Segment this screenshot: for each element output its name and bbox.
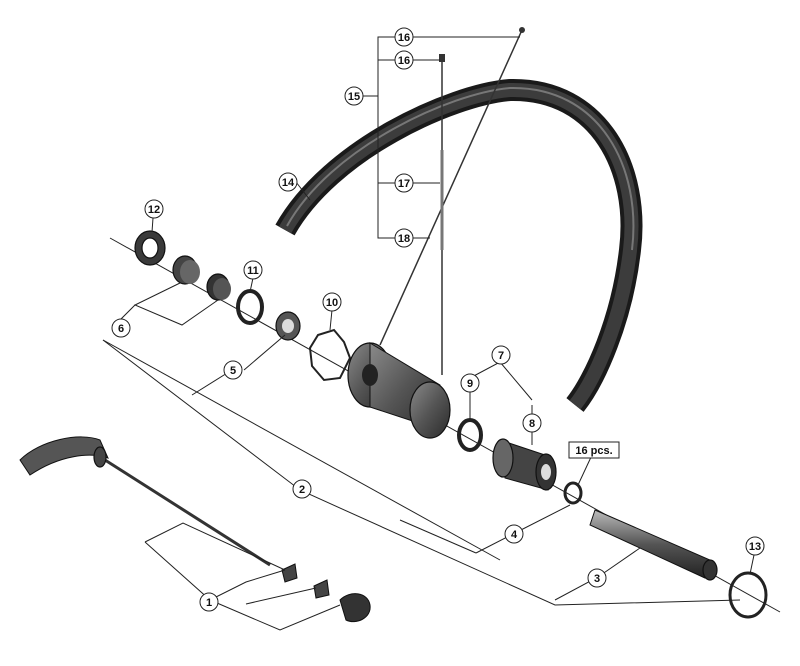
svg-text:13: 13 [749,541,761,553]
small-ring [563,481,583,505]
callout-16-second: 16 [394,50,414,70]
quick-release [19,436,371,623]
svg-text:14: 14 [282,177,295,189]
nut [275,311,301,341]
callout-17: 17 [394,173,414,193]
callout-18: 18 [394,228,414,248]
callout-3: 3 [587,568,607,588]
callout-13: 13 [745,536,765,556]
o-ring [728,571,768,619]
svg-text:16: 16 [398,55,410,67]
svg-text:16: 16 [398,32,410,44]
lock-ring [134,230,166,266]
svg-text:8: 8 [529,418,535,430]
svg-text:3: 3 [594,573,600,585]
svg-text:17: 17 [398,178,410,190]
spokes [379,27,525,375]
rotor-adapter [308,328,352,382]
svg-text:15: 15 [348,91,360,103]
svg-text:9: 9 [467,378,473,390]
svg-text:6: 6 [118,323,124,335]
spoke-count-note: 16 pcs. [568,441,620,459]
svg-text:1: 1 [206,597,212,609]
svg-text:5: 5 [230,365,236,377]
svg-text:16 pcs.: 16 pcs. [575,445,612,457]
callout-1: 1 [199,592,219,612]
callout-7: 7 [491,345,511,365]
callout-6: 6 [111,318,131,338]
svg-text:10: 10 [326,297,338,309]
hollow-axle [589,509,718,581]
callout-11: 11 [243,260,263,280]
callout-14: 14 [278,172,298,192]
svg-text:11: 11 [247,265,259,277]
hub-body [347,342,451,439]
callout-10: 10 [322,292,342,312]
callout-8: 8 [522,413,542,433]
callout-4: 4 [504,524,524,544]
callout-2: 2 [292,479,312,499]
svg-text:4: 4 [511,529,518,541]
svg-text:2: 2 [299,484,305,496]
svg-text:18: 18 [398,233,410,245]
callout-16-top: 16 [394,27,414,47]
callout-9: 9 [460,373,480,393]
svg-text:7: 7 [498,350,504,362]
svg-text:12: 12 [148,204,160,216]
bearing-parts [172,255,231,301]
callout-15: 15 [344,86,364,106]
callout-12: 12 [144,199,164,219]
freehub-body [492,438,557,491]
rim [275,78,643,412]
callout-5: 5 [223,360,243,380]
washer [236,289,264,325]
